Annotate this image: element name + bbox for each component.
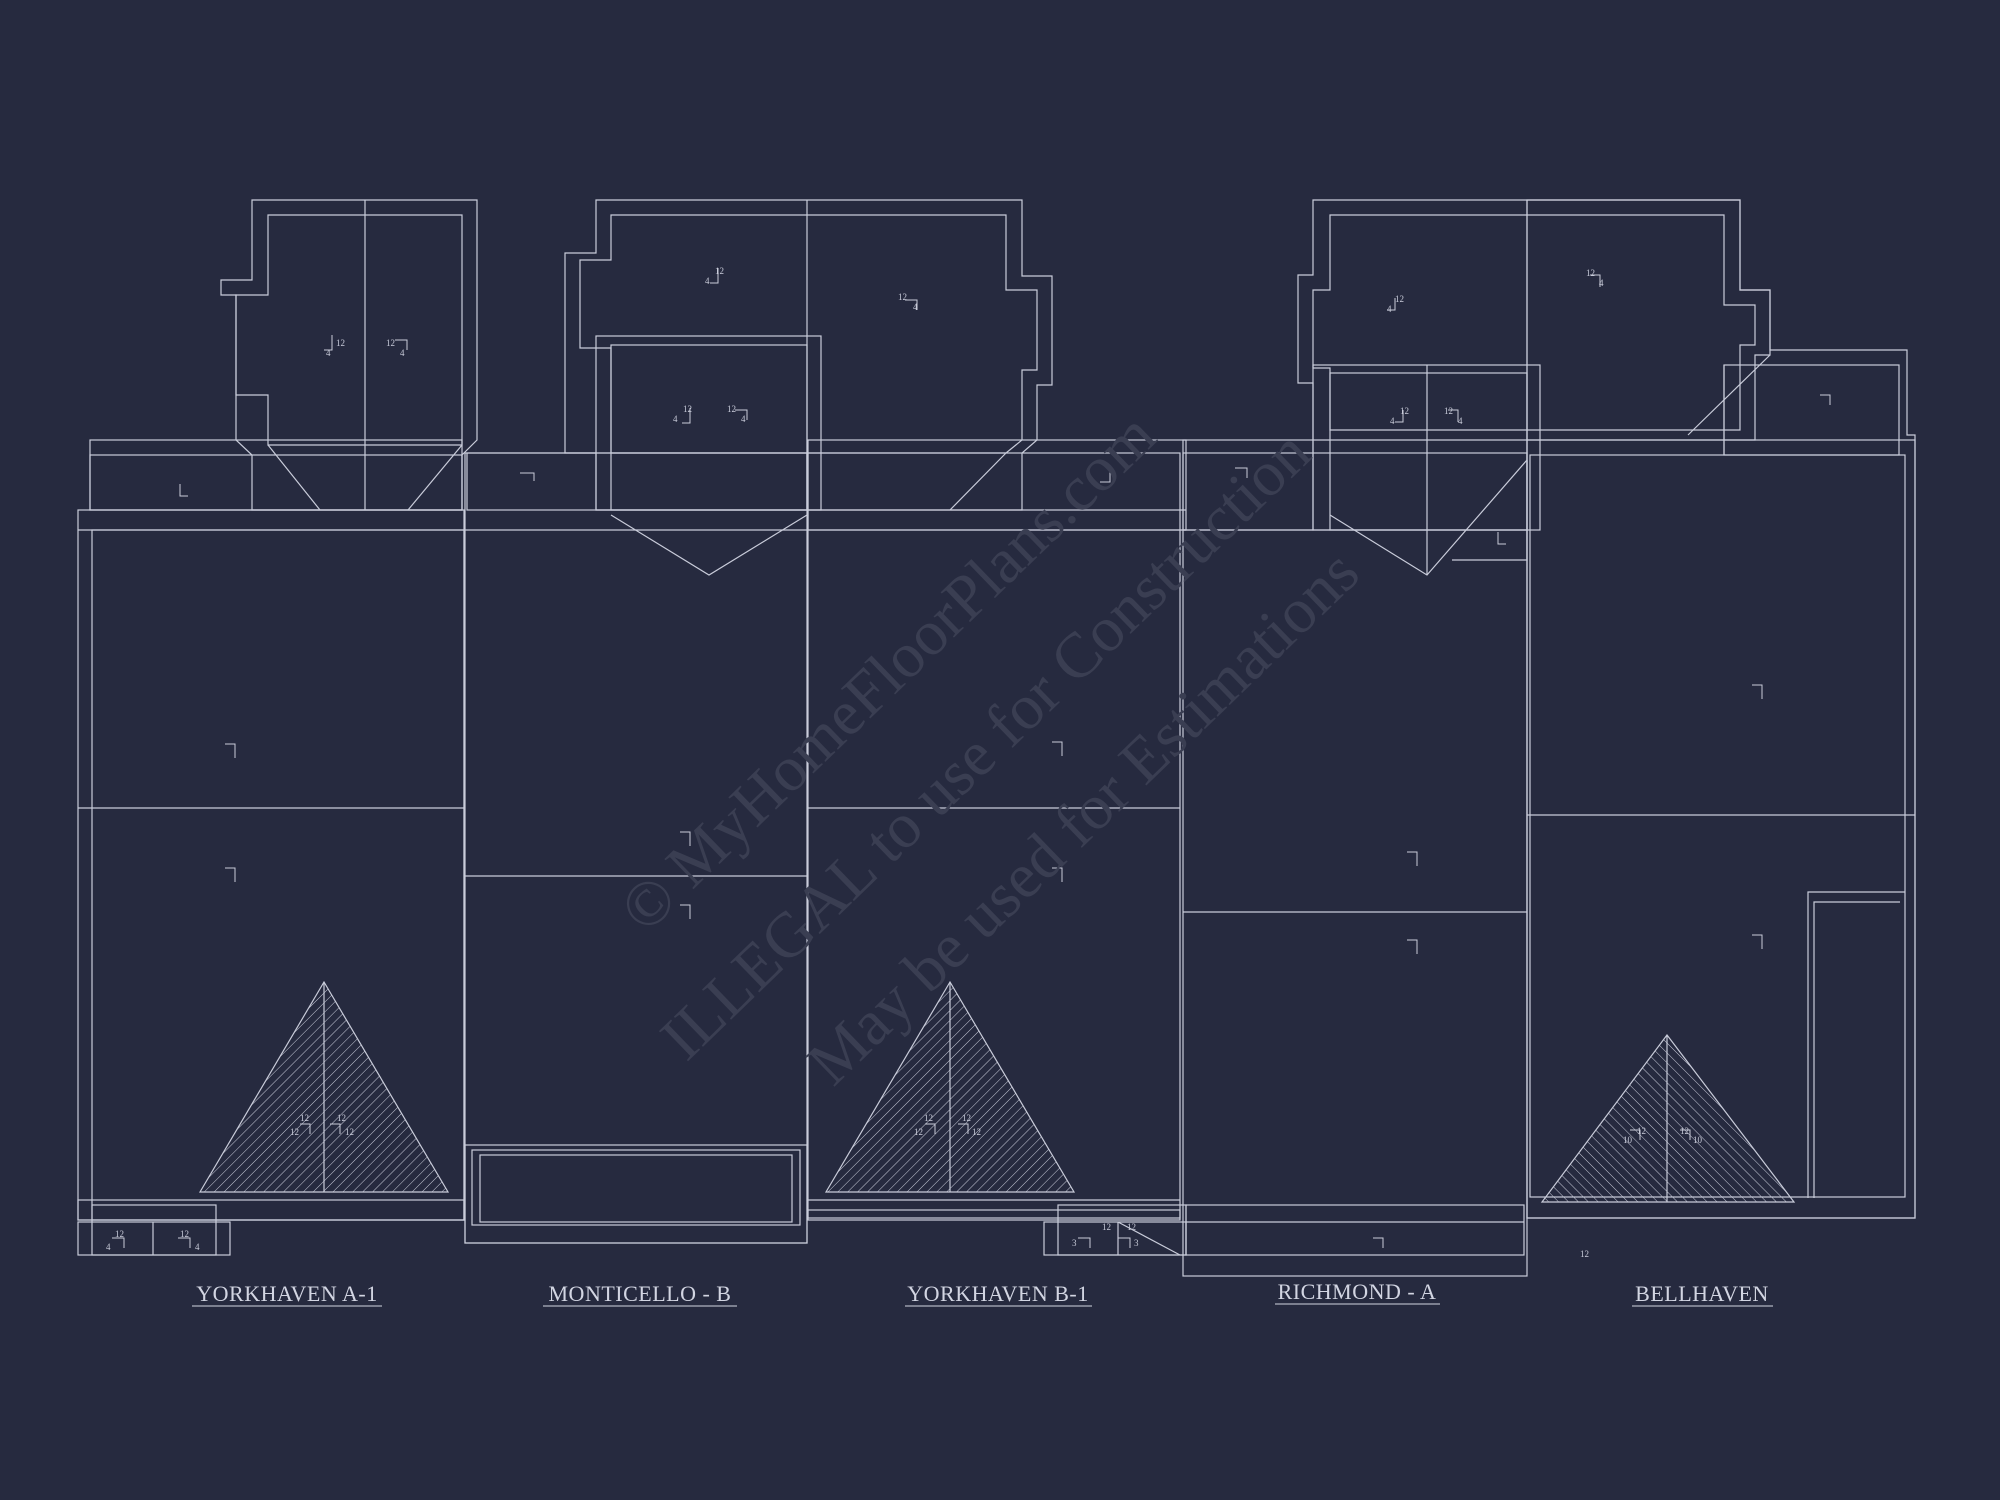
pitch-run: 12 [115, 1229, 124, 1239]
rear-bump-outline [220, 199, 478, 511]
pitch-run: 12 [972, 1127, 981, 1137]
pitch-rise: 10 [1623, 1135, 1633, 1145]
pitch-run: 12 [1637, 1126, 1646, 1136]
pitch-rise: 3 [1134, 1238, 1139, 1248]
pitch-marks [112, 268, 1831, 1248]
pitch-rise: 4 [913, 302, 918, 312]
pitch-run: 12 [1586, 268, 1595, 278]
pitch-rise: 4 [326, 348, 331, 358]
garage-step [77, 1199, 465, 1221]
pitch-rise: 4 [705, 276, 710, 286]
pitch-rise: 4 [195, 1242, 200, 1252]
pitch-run: 12 [345, 1127, 354, 1137]
plan-labels: YORKHAVEN A-1 MONTICELLO - B YORKHAVEN B… [192, 1279, 1773, 1307]
label-richmond-a: RICHMOND - A [1278, 1279, 1437, 1304]
pitch-run: 12 [300, 1113, 309, 1123]
pitch-rise: 4 [1387, 304, 1392, 314]
pitch-run: 12 [337, 1113, 346, 1123]
pitch-rise: 4 [106, 1242, 111, 1252]
pitch-run: 12 [1444, 406, 1453, 416]
pitch-run: 12 [727, 404, 736, 414]
pitch-run: 12 [1102, 1222, 1111, 1232]
label-yorkhaven-a1: YORKHAVEN A-1 [196, 1281, 378, 1306]
dormer-roof [595, 335, 822, 511]
pitch-rise: 4 [400, 348, 405, 358]
pitch-run: 12 [962, 1113, 971, 1123]
pitch-rise: 4 [673, 414, 678, 424]
pitch-run: 12 [1580, 1249, 1589, 1259]
pitch-run: 12 [336, 338, 345, 348]
pitch-run: 12 [1680, 1126, 1689, 1136]
pitch-rise: 10 [1693, 1135, 1703, 1145]
rear-bump-inner [235, 214, 463, 446]
pitch-run: 12 [1400, 406, 1409, 416]
label-bellhaven: BELLHAVEN [1635, 1281, 1769, 1306]
pitch-rise: 4 [1458, 416, 1463, 426]
pitch-run: 12 [715, 266, 724, 276]
pitch-run: 12 [386, 338, 395, 348]
watermark: © MyHomeFloorPlans.com ILLEGAL to use fo… [606, 399, 1372, 1098]
label-yorkhaven-b1: YORKHAVEN B-1 [907, 1281, 1089, 1306]
pitch-run: 12 [290, 1127, 299, 1137]
pitch-run: 12 [898, 292, 907, 302]
pitch-run: 12 [1395, 294, 1404, 304]
pitch-run: 12 [924, 1113, 933, 1123]
pitch-rise: 4 [1599, 278, 1604, 288]
pitch-rise: 4 [741, 414, 746, 424]
pitch-run: 12 [914, 1127, 923, 1137]
pitch-rise: 3 [1072, 1238, 1077, 1248]
plan-bellhaven [1526, 199, 1916, 1219]
label-monticello-b: MONTICELLO - B [549, 1281, 732, 1306]
porch-roof [89, 439, 463, 511]
pitch-run: 12 [180, 1229, 189, 1239]
pitch-rise: 4 [1390, 416, 1395, 426]
pitch-run: 12 [683, 404, 692, 414]
pitch-run: 12 [1127, 1222, 1136, 1232]
watermark-line-2: ILLEGAL to use for Construction [647, 416, 1324, 1073]
pitch-numbers: 12 4 12 4 12 4 12 4 12 4 12 4 12 4 12 4 … [106, 266, 1703, 1259]
plan-yorkhaven-a1 [77, 199, 478, 1256]
